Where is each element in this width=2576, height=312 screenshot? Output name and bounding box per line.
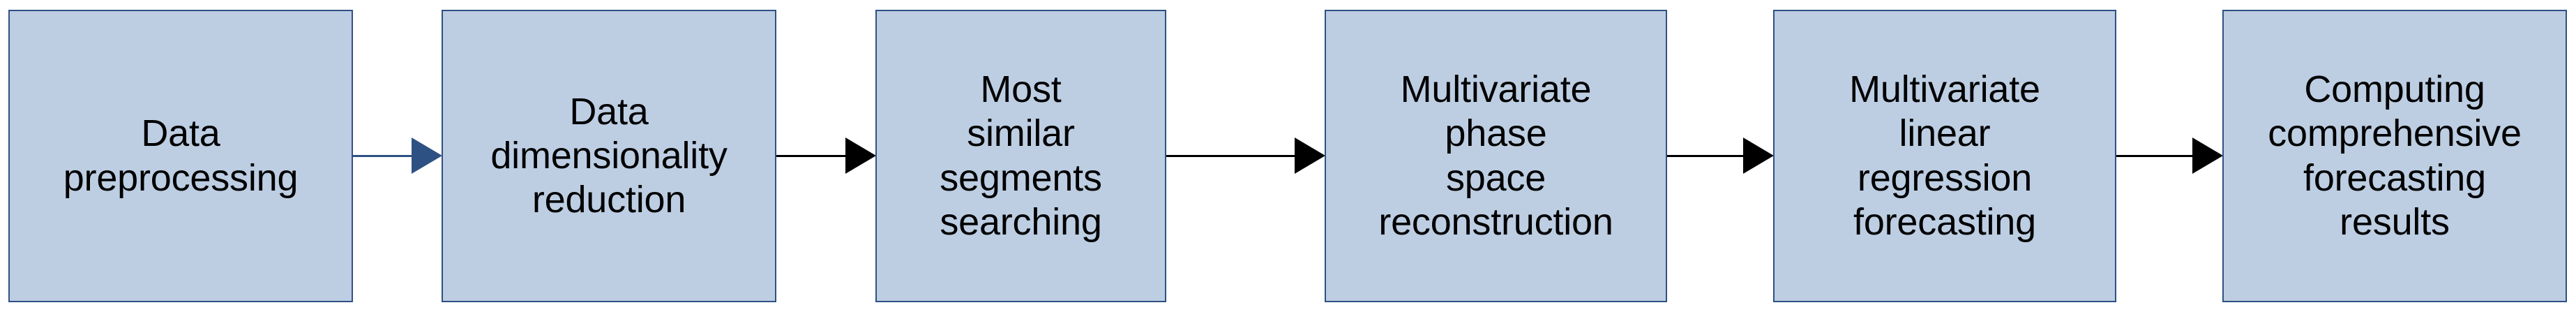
process-node-computing-comprehensive-forecasting-results[interactable]: Computing comprehensive forecasting resu… (2222, 10, 2567, 302)
process-node-label: Multivariate phase space reconstruction (1378, 68, 1613, 243)
flow-arrow-3 (1166, 135, 1325, 177)
process-node-most-similar-segments-searching[interactable]: Most similar segments searching (875, 10, 1166, 302)
process-node-data-preprocessing[interactable]: Data preprocessing (8, 10, 353, 302)
process-node-label: Data dimensionality reduction (490, 90, 728, 221)
flow-arrow-1 (353, 135, 442, 177)
process-node-label: Most similar segments searching (940, 68, 1102, 243)
arrow-head-icon (412, 138, 442, 174)
arrow-head-icon (2192, 138, 2223, 174)
process-node-multivariate-phase-space-reconstruction[interactable]: Multivariate phase space reconstruction (1325, 10, 1667, 302)
flow-arrow-5 (2116, 135, 2223, 177)
arrow-line (1166, 154, 1295, 157)
process-node-label: Computing comprehensive forecasting resu… (2268, 68, 2522, 243)
flow-arrow-4 (1667, 135, 1774, 177)
process-node-multivariate-linear-regression-forecasting[interactable]: Multivariate linear regression forecasti… (1773, 10, 2116, 302)
process-node-label: Multivariate linear regression forecasti… (1849, 68, 2040, 243)
arrow-head-icon (1295, 138, 1325, 174)
arrow-line (1667, 154, 1743, 157)
process-node-label: Data preprocessing (63, 112, 299, 199)
arrow-line (2116, 154, 2192, 157)
arrow-head-icon (1743, 138, 1774, 174)
arrow-line (353, 154, 412, 157)
arrow-line (776, 154, 845, 157)
arrow-head-icon (845, 138, 876, 174)
process-node-data-dimensionality-reduction[interactable]: Data dimensionality reduction (442, 10, 776, 302)
flow-arrow-2 (776, 135, 876, 177)
